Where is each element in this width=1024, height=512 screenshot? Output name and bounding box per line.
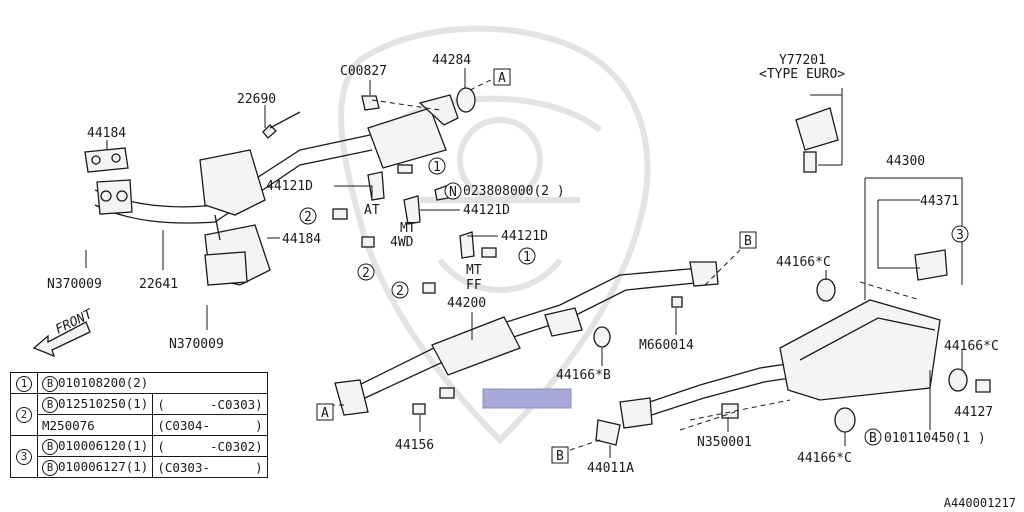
center-pipe: [334, 261, 719, 416]
label-mt-ff: FF: [466, 278, 482, 293]
front-direction-arrow: FRONT: [32, 306, 96, 358]
row-number: 1: [10, 372, 38, 394]
ref-b-top: B: [744, 234, 752, 249]
label-44156: 44156: [395, 438, 434, 453]
label-mt-4wd: 4WD: [390, 235, 414, 250]
row-number: 2: [10, 393, 38, 436]
range-cell: ( -C0302): [152, 435, 268, 457]
range-cell: ( -C0303): [152, 393, 268, 415]
label-010110450: 010110450(1 ): [884, 431, 986, 446]
label-44184-b: 44184: [282, 232, 321, 247]
callout-b-rear: B: [869, 431, 877, 446]
label-at: AT: [364, 203, 380, 218]
row-number: 3: [10, 435, 38, 478]
callout-2-a: 2: [304, 210, 312, 225]
callout-3: 3: [956, 228, 964, 243]
label-m660014: M660014: [639, 338, 694, 353]
ref-b-bottom: B: [556, 449, 564, 464]
label-mt-4wd-mt: MT: [400, 221, 416, 236]
rear-muffler: [595, 249, 991, 446]
reference-boxes: A B A B: [316, 68, 757, 464]
front-exhaust-manifold: [84, 134, 373, 286]
label-44121d-3: 44121D: [501, 229, 548, 244]
callout-2-b: 2: [362, 266, 370, 281]
callout-1-b: 1: [523, 250, 531, 265]
part-cell: M250076: [36, 414, 154, 436]
part-labels: C00827 44284 Y77201 <TYPE EURO> 22690 44…: [47, 53, 999, 476]
ref-a-bottom: A: [321, 406, 329, 421]
label-c00827: C00827: [340, 64, 387, 79]
label-type-euro: <TYPE EURO>: [759, 67, 845, 82]
label-44011a: 44011A: [587, 461, 634, 476]
label-44121d-2: 44121D: [463, 203, 510, 218]
highlight-marker: [482, 388, 572, 409]
circled-callouts: 1 2 2 1 2 3 N B: [299, 157, 969, 446]
label-44200: 44200: [447, 296, 486, 311]
callout-n: N: [449, 185, 457, 200]
callout-2-c: 2: [396, 284, 404, 299]
callout-1-a: 1: [433, 160, 441, 175]
label-44121d-1: 44121D: [266, 179, 313, 194]
range-cell: (C0303- ): [152, 456, 268, 478]
table-row: M250076 (C0304- ): [11, 414, 268, 436]
label-n350001: N350001: [697, 435, 752, 450]
label-n370009-b: N370009: [169, 337, 224, 352]
label-44371: 44371: [920, 194, 959, 209]
label-22641: 22641: [139, 277, 178, 292]
label-44166b: 44166*B: [556, 368, 611, 383]
label-44284: 44284: [432, 53, 471, 68]
label-023808000: 023808000(2 ): [463, 184, 565, 199]
label-44127: 44127: [954, 405, 993, 420]
label-22690: 22690: [237, 92, 276, 107]
label-44166c-3: 44166*C: [797, 451, 852, 466]
label-n370009-a: N370009: [47, 277, 102, 292]
label-44300: 44300: [886, 154, 925, 169]
label-44184-a: 44184: [87, 126, 126, 141]
ref-a-top: A: [498, 71, 506, 86]
diagram-code: A440001217: [943, 496, 1016, 510]
label-44166c-2: 44166*C: [944, 339, 999, 354]
label-44166c-1: 44166*C: [776, 255, 831, 270]
bolts: [332, 164, 683, 415]
range-cell: (C0304- ): [152, 414, 268, 436]
leader-lines: [85, 68, 963, 458]
small-parts-top: [262, 95, 380, 139]
label-y77201: Y77201: [779, 53, 826, 68]
label-mt-ff-mt: MT: [466, 263, 482, 278]
euro-tail-tip: [795, 107, 839, 173]
